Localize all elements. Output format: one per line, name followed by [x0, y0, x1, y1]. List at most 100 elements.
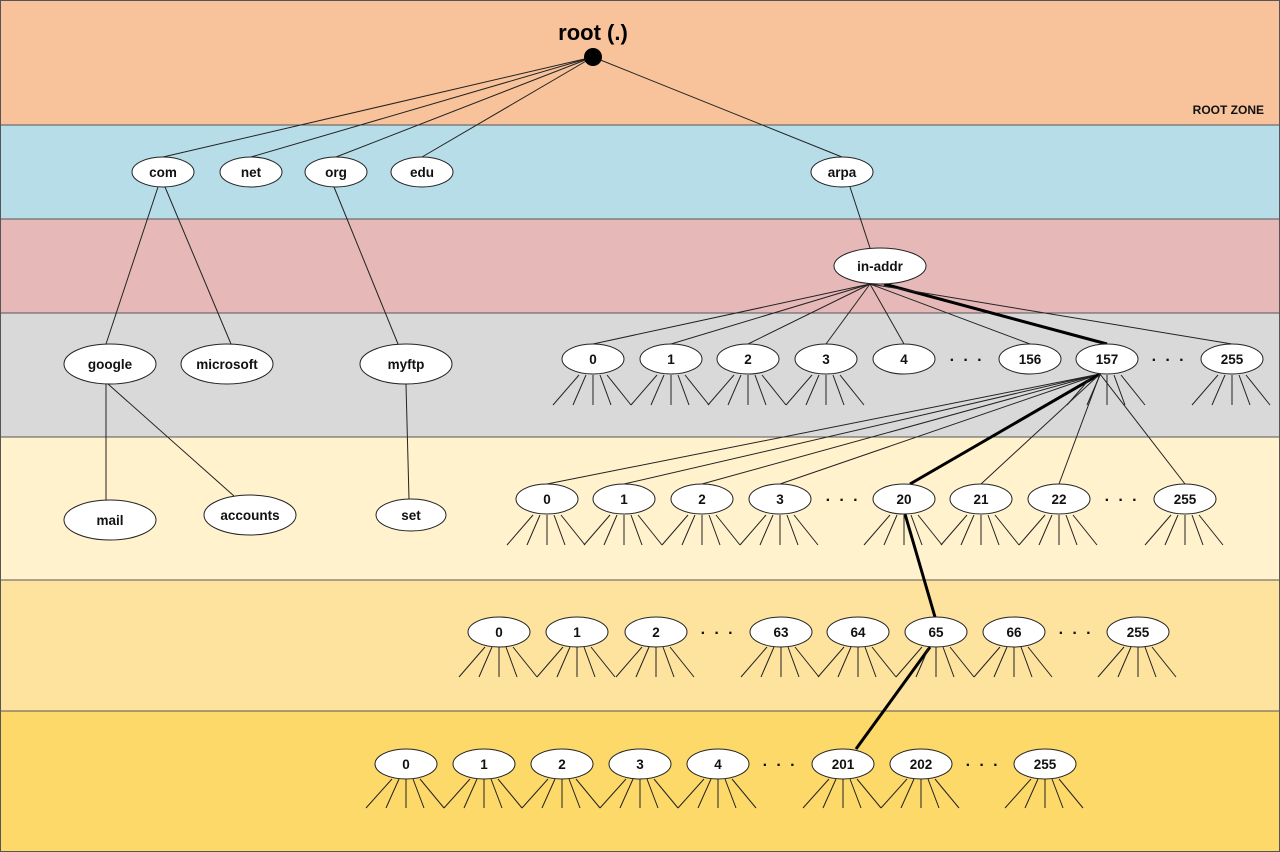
octet1-node-156[interactable]: 156: [998, 343, 1062, 375]
octet1-node-255[interactable]: 255: [1200, 343, 1264, 375]
fan-line: [849, 778, 862, 809]
fan-line: [568, 778, 581, 809]
octet1-node-label: 156: [1019, 352, 1042, 367]
octet1-node-4[interactable]: 4: [872, 343, 936, 375]
node-accounts[interactable]: accounts: [203, 494, 297, 536]
fan-line: [915, 646, 930, 678]
node-microsoft[interactable]: microsoft: [180, 343, 274, 385]
octet1-node-shape: [794, 343, 858, 375]
octet3-node-label: 66: [1006, 625, 1022, 640]
node-edu[interactable]: edu: [390, 156, 454, 188]
octet3-node-label: 0: [495, 625, 503, 640]
octet3-node-shape: [624, 616, 688, 648]
node-org[interactable]: org: [304, 156, 368, 188]
fan-line: [662, 646, 675, 678]
fan-line: [1072, 514, 1098, 546]
child-fan: [785, 374, 865, 406]
fan-line: [1211, 374, 1226, 406]
octet4-node-1[interactable]: 1: [452, 748, 516, 780]
fan-line: [697, 778, 712, 809]
octet1-child-edge: [623, 373, 1101, 485]
child-fan: [630, 374, 710, 406]
fan-line: [526, 514, 541, 546]
octet3-node-label: 2: [652, 625, 660, 640]
fan-line: [880, 778, 908, 809]
node-mail[interactable]: mail: [63, 499, 157, 541]
octet4-node-0[interactable]: 0: [374, 748, 438, 780]
node-in-addr-label: in-addr: [857, 259, 903, 274]
root-node[interactable]: [584, 48, 602, 66]
octet4-node-2[interactable]: 2: [530, 748, 594, 780]
child-fan: [536, 646, 616, 678]
octet2-node-3[interactable]: 3: [748, 483, 812, 515]
fan-line: [754, 374, 767, 406]
octet3-node-1[interactable]: 1: [545, 616, 609, 648]
node-arpa[interactable]: arpa: [810, 156, 874, 188]
fan-line: [1238, 374, 1251, 406]
octet1-node-157[interactable]: 157: [1075, 343, 1139, 375]
octet2-node-1[interactable]: 1: [592, 483, 656, 515]
octet2-node-20[interactable]: 20: [872, 483, 936, 515]
octet4-node-shape: [889, 748, 953, 780]
octet4-node-3[interactable]: 3: [608, 748, 672, 780]
fan-line: [1097, 646, 1125, 678]
octet1-node-label: 4: [900, 352, 908, 367]
com-google-edge: [105, 186, 159, 345]
octet2-node-2[interactable]: 2: [670, 483, 734, 515]
ellipsis-marker: · · ·: [1059, 625, 1094, 642]
org-myftp-edge: [333, 186, 399, 345]
node-in-addr[interactable]: in-addr: [833, 247, 927, 285]
fan-line: [802, 778, 830, 809]
fan-line: [1151, 646, 1177, 678]
octet2-node-label: 22: [1051, 492, 1066, 507]
octet2-node-shape: [949, 483, 1013, 515]
octet3-node-64[interactable]: 64: [826, 616, 890, 648]
octet1-child-edge: [701, 373, 1101, 485]
fan-line: [630, 514, 643, 546]
child-fan: [973, 646, 1053, 678]
octet4-node-201[interactable]: 201: [811, 748, 875, 780]
octet1-node-2[interactable]: 2: [716, 343, 780, 375]
octet4-node-255[interactable]: 255: [1013, 748, 1077, 780]
child-fan: [940, 514, 1020, 546]
octet4-node-202[interactable]: 202: [889, 748, 953, 780]
child-fan: [1191, 374, 1271, 406]
octet3-node-0[interactable]: 0: [467, 616, 531, 648]
fan-line: [619, 778, 634, 809]
node-myftp[interactable]: myftp: [359, 343, 453, 385]
fan-line: [987, 514, 1000, 546]
fan-line: [365, 778, 393, 809]
child-fans: [365, 374, 1271, 809]
octet3-node-2[interactable]: 2: [624, 616, 688, 648]
node-set[interactable]: set: [375, 498, 447, 532]
octet2-node-255[interactable]: 255: [1153, 483, 1217, 515]
octet1-node-1[interactable]: 1: [639, 343, 703, 375]
octet4-node-shape: [811, 748, 875, 780]
octet3-node-shape: [749, 616, 813, 648]
octet4-node-label: 202: [910, 757, 933, 772]
fan-line: [787, 646, 800, 678]
octet4-node-4[interactable]: 4: [686, 748, 750, 780]
google-accounts-edge: [107, 383, 235, 497]
octet3-node-66[interactable]: 66: [982, 616, 1046, 648]
octet4-node-shape: [530, 748, 594, 780]
node-net[interactable]: net: [219, 156, 283, 188]
octet3-node-255[interactable]: 255: [1106, 616, 1170, 648]
node-google[interactable]: google: [63, 343, 157, 385]
node-com[interactable]: com: [131, 156, 195, 188]
octet3-node-shape: [545, 616, 609, 648]
octet2-node-21[interactable]: 21: [949, 483, 1013, 515]
octet3-node-63[interactable]: 63: [749, 616, 813, 648]
fan-line: [786, 514, 799, 546]
octet2-node-22[interactable]: 22: [1027, 483, 1091, 515]
octet1-node-3[interactable]: 3: [794, 343, 858, 375]
ellipsis-marker: · · ·: [950, 352, 985, 369]
fan-line: [1027, 646, 1053, 678]
octet1-node-0[interactable]: 0: [561, 343, 625, 375]
octet3-node-65[interactable]: 65: [904, 616, 968, 648]
fan-line: [583, 646, 596, 678]
inaddr-child-edge: [592, 283, 871, 345]
octet1-child-edge: [779, 373, 1101, 485]
octet2-node-0[interactable]: 0: [515, 483, 579, 515]
